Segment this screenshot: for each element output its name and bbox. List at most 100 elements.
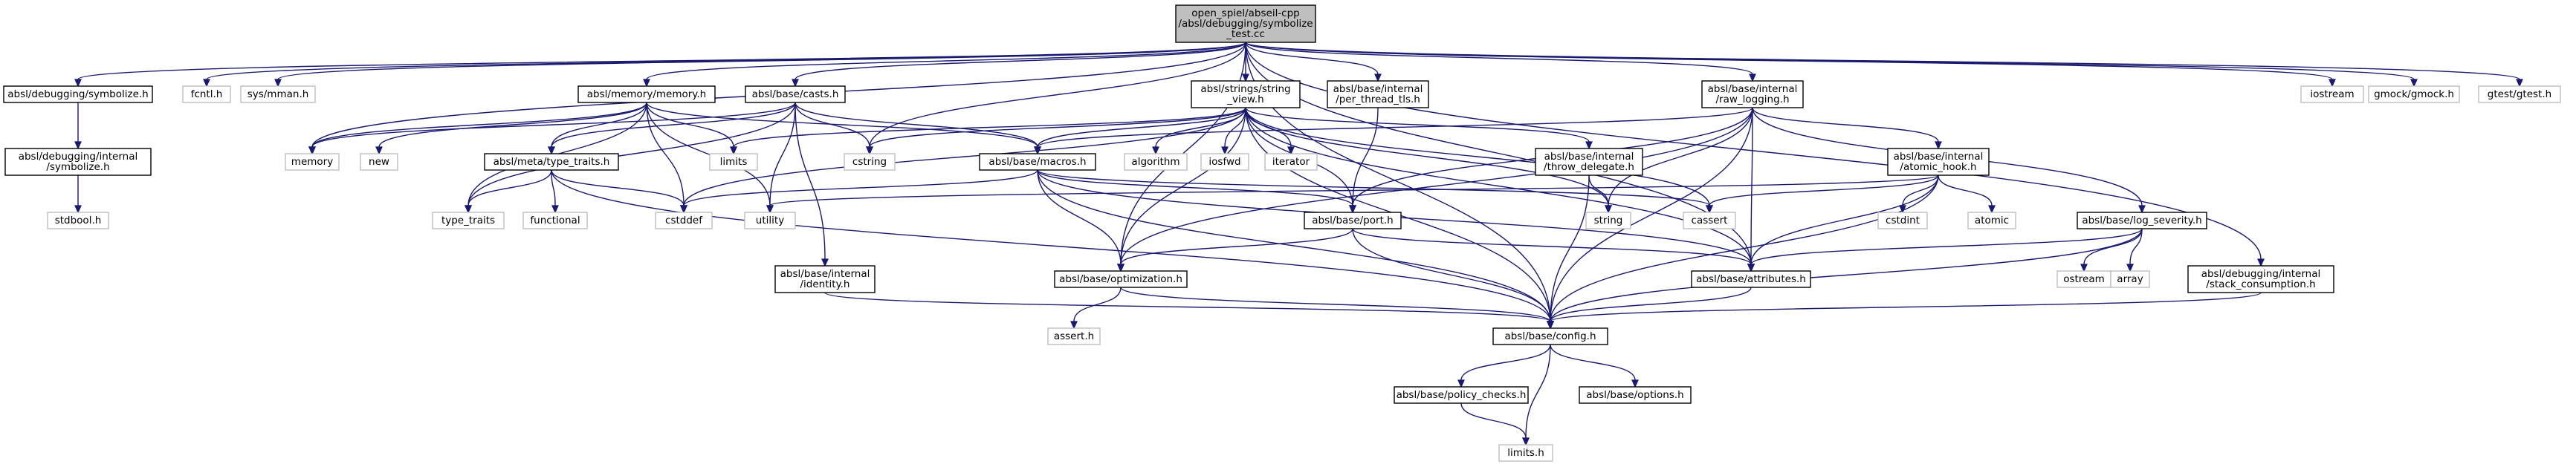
node-stack-consumption-h[interactable]: absl/debugging/internal/stack_consumptio…: [2187, 265, 2334, 293]
edge-line: [1245, 107, 1590, 143]
edge-line: [1037, 169, 1122, 265]
node-label: /per_thread_tls.h: [1336, 94, 1420, 105]
edge-line: [1245, 42, 2520, 80]
node-label: /raw_logging.h: [1715, 94, 1789, 105]
edge-line: [1352, 228, 1551, 322]
node-optimization-h[interactable]: absl/base/optimization.h: [1054, 270, 1188, 288]
node-throw-delegate-h[interactable]: absl/base/internal/throw_delegate.h: [1535, 148, 1643, 176]
node-label: absl/base/attributes.h: [1696, 273, 1806, 285]
edge-arrowhead: [1349, 205, 1356, 214]
edge-line: [1037, 107, 1246, 148]
edge-line: [1037, 169, 1551, 322]
node-stdbool-h: stdbool.h: [47, 212, 109, 229]
edge-arrowhead: [74, 141, 82, 150]
edge-line: [1550, 174, 1590, 322]
node-per-thread-tls-h[interactable]: absl/base/internal/per_thread_tls.h: [1327, 80, 1429, 108]
edge-arrowhead: [1221, 146, 1229, 155]
edge-line: [1752, 107, 1939, 143]
edge-line: [1352, 107, 1379, 206]
node-label: algorithm: [1131, 156, 1179, 168]
node-assert-h: assert.h: [1047, 327, 1101, 345]
edge-casts-h-to-memory: [308, 102, 796, 155]
node-box: [1394, 386, 1529, 404]
node-gtest-h: gtest/gtest.h: [2478, 85, 2561, 103]
node-fcntl-h: fcntl.h: [182, 85, 231, 103]
node-box: [1701, 80, 1804, 108]
edge-root-to-raw-logging-h: [1245, 42, 1756, 82]
node-casts-h[interactable]: absl/base/casts.h: [745, 85, 846, 103]
node-type-traits: type_traits: [432, 212, 505, 229]
node-label: array: [2117, 273, 2143, 285]
node-box: [182, 85, 231, 103]
node-string-view-h[interactable]: absl/strings/string_view.h: [1191, 80, 1301, 108]
edge-arrowhead: [2126, 264, 2134, 272]
edge-type-traits-h-to-cstddef: [551, 169, 687, 214]
edge-line: [1120, 287, 1551, 322]
node-internal-symbolize-h[interactable]: absl/debugging/internal/symbolize.h: [4, 148, 152, 176]
node-identity-h[interactable]: absl/base/internal/identity.h: [774, 265, 876, 293]
node-policy-checks-h[interactable]: absl/base/policy_checks.h: [1394, 386, 1529, 404]
edge-arrowhead: [1585, 141, 1593, 150]
node-label: functional: [530, 215, 580, 226]
node-raw-logging-h[interactable]: absl/base/internal/raw_logging.h: [1701, 80, 1804, 108]
node-box: [1579, 386, 1692, 404]
edge-line: [311, 102, 647, 148]
node-log-severity-h[interactable]: absl/base/log_severity.h: [2077, 212, 2207, 229]
node-box: [744, 212, 796, 229]
node-label: absl/base/log_severity.h: [2082, 215, 2201, 226]
edge-line: [795, 102, 826, 260]
edge-arrowhead: [1117, 264, 1124, 272]
edge-casts-h-to-utility: [766, 102, 796, 214]
edge-line: [1750, 107, 1753, 265]
node-root[interactable]: open_spiel/abseil-cpp/absl/debugging/sym…: [1175, 4, 1316, 43]
node-label: absl/base/optimization.h: [1059, 273, 1182, 285]
node-cassert: cassert: [1683, 212, 1736, 229]
edge-line: [1245, 42, 2415, 80]
node-label: cstddef: [665, 215, 703, 226]
node-box: [1492, 327, 1608, 345]
edge-port-h-to-optimization-h: [1117, 228, 1353, 272]
node-symbolize-h[interactable]: absl/debugging/symbolize.h: [3, 85, 153, 103]
node-box: [484, 153, 619, 171]
edge-line: [1245, 42, 2333, 80]
edge-optimization-h-to-config-h: [1120, 287, 1554, 330]
edge-line: [683, 169, 1038, 206]
node-functional: functional: [522, 212, 588, 229]
node-options-h[interactable]: absl/base/options.h: [1579, 386, 1692, 404]
edge-arrowhead: [551, 205, 559, 214]
node-type-traits-h[interactable]: absl/meta/type_traits.h: [484, 153, 619, 171]
node-label: iosfwd: [1208, 156, 1240, 168]
node-attributes-h[interactable]: absl/base/attributes.h: [1691, 270, 1811, 288]
node-box: [1887, 148, 1990, 176]
edge-arrowhead: [2257, 258, 2265, 267]
node-layer: open_spiel/abseil-cpp/absl/debugging/sym…: [3, 4, 2561, 462]
node-config-h[interactable]: absl/base/config.h: [1492, 327, 1608, 345]
edge-config-h-to-options-h: [1550, 344, 1639, 388]
node-port-h[interactable]: absl/base/port.h: [1304, 212, 1402, 229]
node-box: [1585, 212, 1631, 229]
edge-arrowhead: [821, 258, 829, 267]
edge-arrowhead: [1152, 146, 1159, 155]
node-macros-h[interactable]: absl/base/macros.h: [979, 153, 1096, 171]
node-box: [1498, 444, 1553, 462]
node-box: [1691, 270, 1811, 288]
node-box: [1304, 212, 1402, 229]
edge-line: [1550, 228, 2143, 322]
edge-arrowhead: [1034, 146, 1041, 155]
node-box: [432, 212, 505, 229]
edge-arrowhead: [1070, 321, 1078, 330]
edge-memory-memory-h-to-new: [375, 102, 647, 155]
node-atomic-hook-h[interactable]: absl/base/internal/atomic_hook.h: [1887, 148, 1990, 176]
node-memory-memory-h[interactable]: absl/memory/memory.h: [577, 85, 716, 103]
edge-string-view-h-to-macros-h: [1034, 107, 1246, 155]
edge-arrowhead: [1605, 205, 1612, 214]
node-label: /atomic_hook.h: [1900, 161, 1976, 173]
edge-root-to-gmock-h: [1245, 42, 2418, 88]
edge-atomic-hook-h-to-cstdint: [1899, 174, 1939, 214]
node-label: type_traits: [441, 215, 495, 226]
node-label: absl/memory/memory.h: [587, 88, 706, 100]
node-box: [4, 148, 152, 176]
node-box: [2110, 270, 2150, 288]
node-label: utility: [756, 215, 784, 226]
edge-arrowhead: [2516, 79, 2523, 88]
